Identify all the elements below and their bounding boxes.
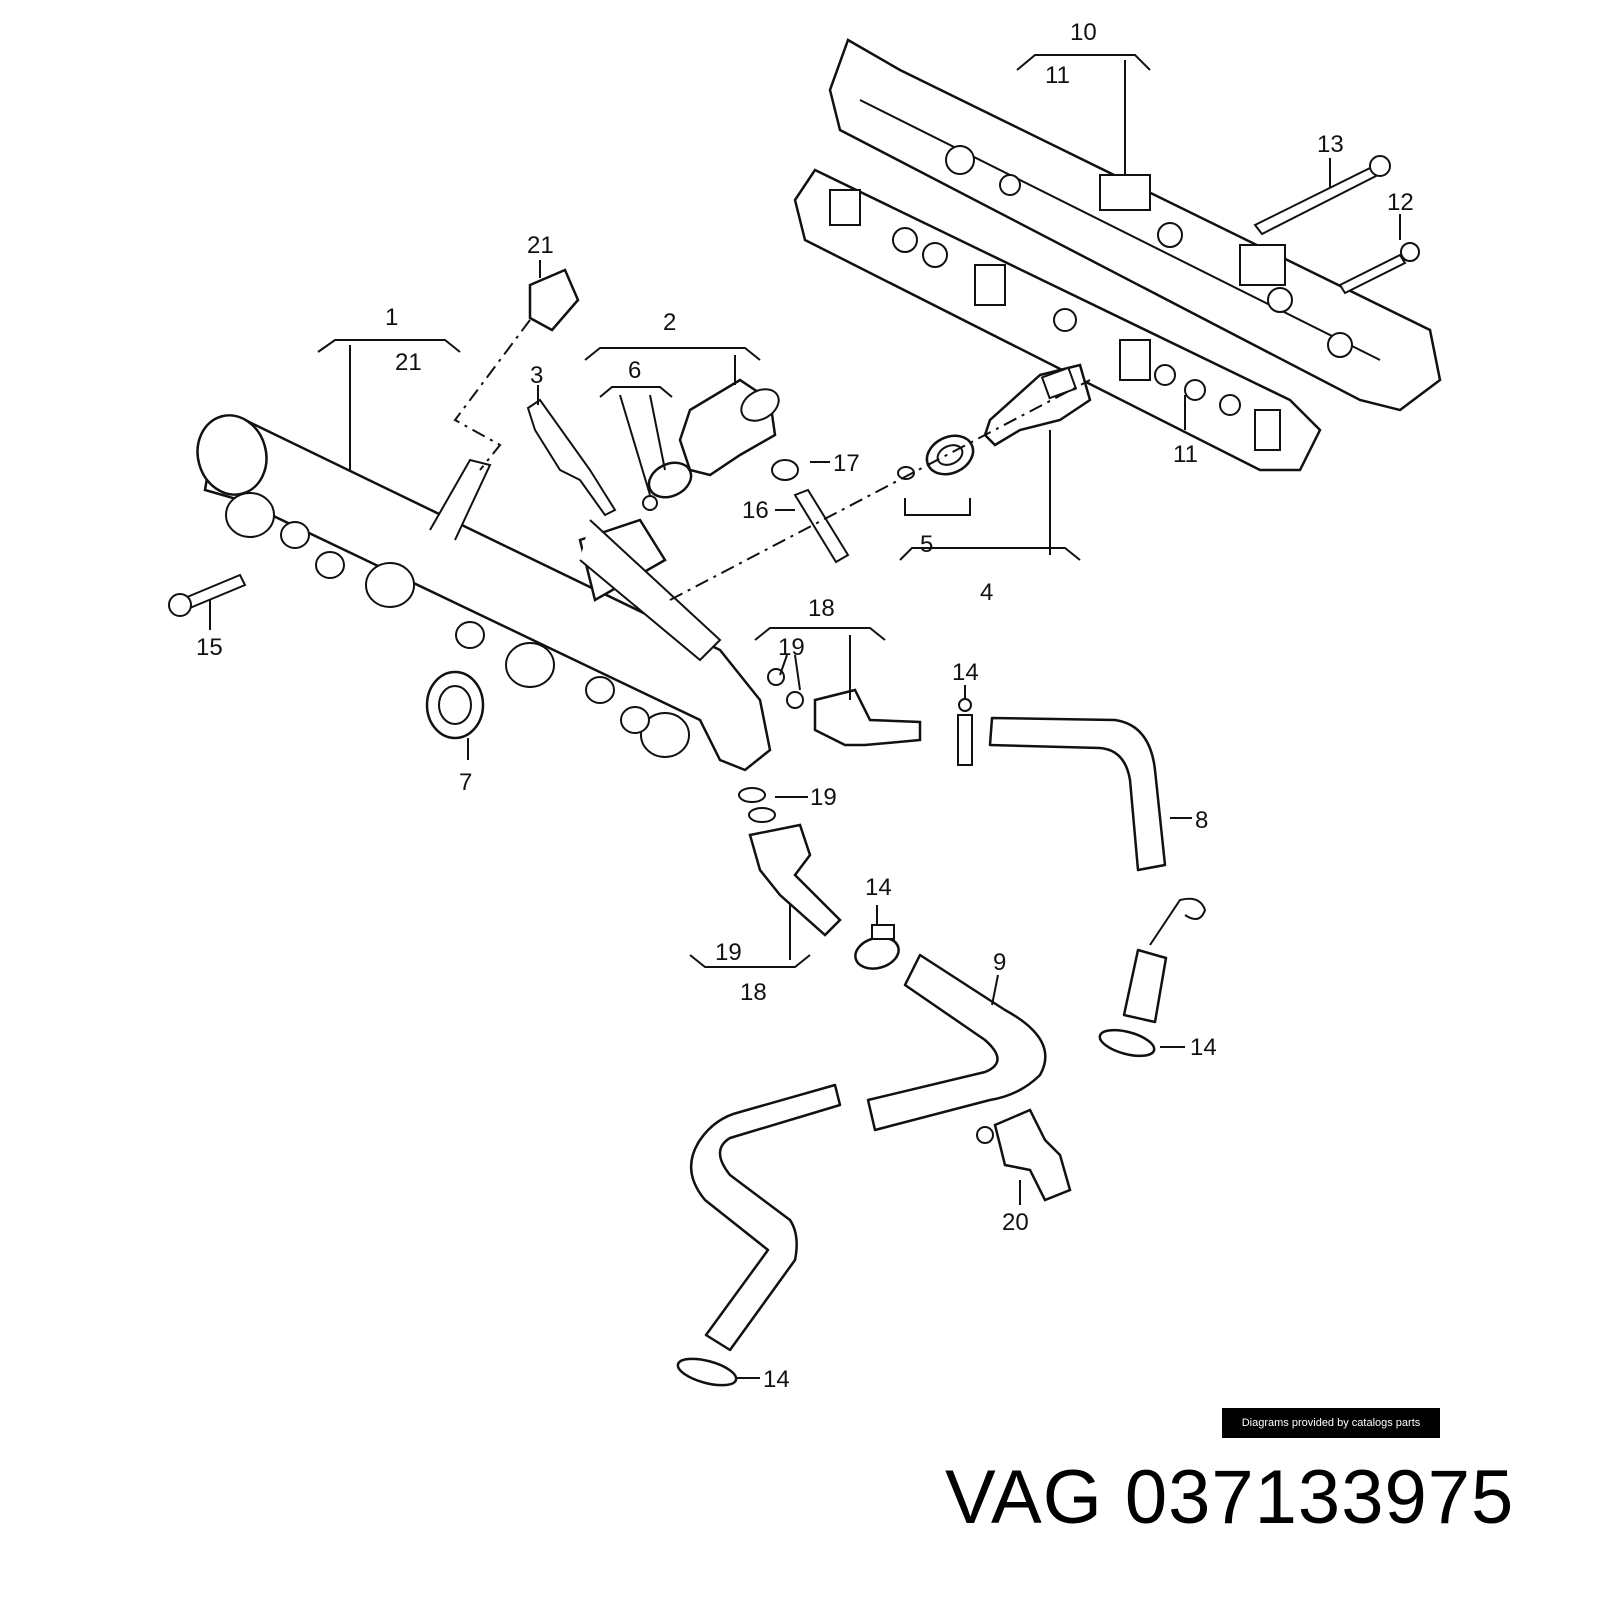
callout-17: 17: [833, 450, 860, 477]
bolt-12: [1338, 242, 1420, 295]
pressure-regulator: [678, 378, 780, 477]
callout-14-top: 14: [952, 659, 979, 686]
fuel-hose-8: [988, 716, 1167, 872]
callout-13: 13: [1317, 131, 1344, 158]
callout-19-bottom: 19: [715, 939, 742, 966]
fuel-hose-lower: [689, 1083, 842, 1352]
brand-name: VAG: [945, 1455, 1103, 1540]
callout-15: 15: [196, 634, 223, 661]
callout-2: 2: [663, 309, 676, 336]
callout-11-bottom: 11: [1173, 441, 1198, 468]
hose-clamp-bottom: [676, 1357, 738, 1387]
callout-12: 12: [1387, 189, 1414, 216]
callout-21-top: 21: [527, 232, 554, 259]
callout-14-bottom: 14: [763, 1366, 790, 1393]
injector-holder-bar: [828, 38, 1442, 412]
hose-clamp-top: [957, 698, 973, 766]
vacuum-hose-16: [771, 459, 850, 564]
callout-11-top: 11: [1045, 62, 1070, 89]
leader-lines: [209, 54, 1401, 1379]
callout-3: 3: [530, 362, 543, 389]
callout-labels: 10 11 13 12 11 21 1 21 2 3 6 17 16 5 4 1…: [196, 19, 1414, 1393]
hose-clamp-right: [1098, 1028, 1156, 1058]
callout-20: 20: [1002, 1209, 1029, 1236]
callout-1: 1: [385, 304, 398, 331]
vacuum-cap: [528, 268, 580, 332]
callout-19-top: 19: [778, 634, 805, 661]
part-number: 037133975: [1124, 1455, 1515, 1540]
callout-9: 9: [993, 949, 1006, 976]
fuel-injector: [983, 363, 1092, 447]
callout-6: 6: [628, 357, 641, 384]
injector-seal-ring: [897, 434, 975, 480]
callout-21-bracket: 21: [395, 349, 422, 376]
callout-10: 10: [1070, 19, 1097, 46]
callout-19-mid: 19: [810, 784, 837, 811]
callout-5: 5: [920, 531, 933, 558]
bolt-13: [1253, 155, 1391, 236]
callout-16: 16: [742, 497, 769, 524]
manifold-gasket: [793, 168, 1322, 472]
fuel-rail: [196, 414, 772, 772]
mounting-bolt-15: [168, 573, 247, 617]
fuel-hose-9: [866, 953, 1047, 1132]
rail-seal-7: [425, 670, 485, 740]
callout-7: 7: [459, 769, 472, 796]
feed-connector: [738, 787, 842, 937]
callout-18-bottom: 18: [740, 979, 767, 1006]
hose-clamp-middle: [854, 924, 900, 970]
callout-8: 8: [1195, 807, 1208, 834]
regulator-seal: [642, 461, 693, 511]
callout-14-right: 14: [1190, 1034, 1217, 1061]
callout-18-top: 18: [808, 595, 835, 622]
return-connector: [767, 668, 922, 747]
double-hose-holder: [976, 1108, 1072, 1202]
callout-4: 4: [980, 579, 993, 606]
fuel-filter-hose: [1122, 897, 1207, 1024]
callout-14-mid: 14: [865, 874, 892, 901]
diagram-credit-badge: Diagrams provided by catalogs parts: [1222, 1408, 1440, 1438]
retaining-clip: [526, 398, 617, 517]
